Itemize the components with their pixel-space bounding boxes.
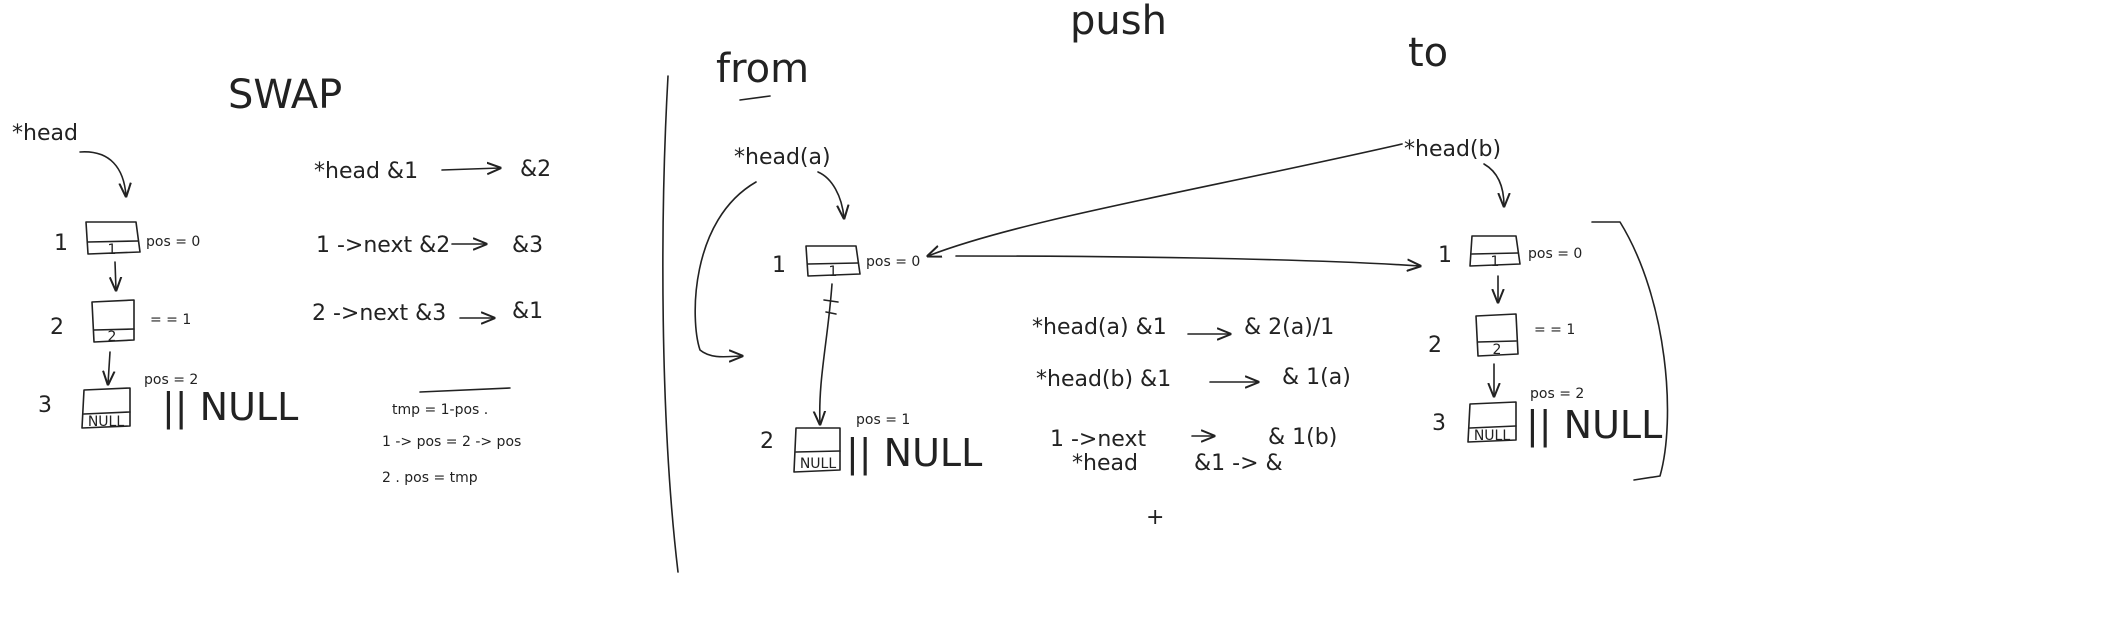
push-to-node3-inner: NULL [1474, 428, 1511, 444]
push-from-title: from [716, 46, 809, 92]
push-from-underline [739, 95, 771, 101]
push-from-node1-box [805, 245, 861, 277]
swap-step1-arrow [441, 168, 500, 170]
push-right-bracket [1591, 221, 1669, 481]
push-from-node1-inner: 1 [829, 264, 838, 280]
push-from-node2-number: 2 [760, 429, 774, 454]
push-mid-line1-lhs: *head(a) &1 [1032, 315, 1167, 340]
push-left-bracket [662, 75, 679, 573]
swap-step3-rhs: &1 [512, 299, 543, 324]
push-from-node1-number: 1 [772, 253, 786, 278]
push-title: push [1070, 0, 1167, 44]
swap-step1-lhs: *head &1 [314, 159, 418, 184]
push-from-node2-pos: pos = 1 [856, 412, 910, 428]
swap-arrow-1-2 [115, 261, 116, 290]
push-from-node2-box [793, 427, 841, 473]
push-mid-line3-lhs: 1 ->next [1050, 427, 1146, 452]
swap-step2-lhs: 1 ->next &2 [316, 233, 450, 258]
swap-title: SWAP [228, 72, 342, 118]
push-from-head: *head(a) [734, 145, 831, 170]
push-from-loop-arrow [694, 181, 757, 357]
push-to-node3-box [1467, 401, 1517, 443]
push-from-node1-pos: pos = 0 [866, 254, 920, 270]
push-to-node2-box [1475, 313, 1519, 357]
push-from-null-text: || NULL [846, 431, 982, 476]
swap-tmp-underline [419, 387, 511, 393]
push-to-title: to [1408, 30, 1448, 76]
swap-node2-number: 2 [50, 315, 64, 340]
push-to-node3-number: 3 [1432, 411, 1446, 436]
push-to-head-arrow [1483, 163, 1504, 206]
push-head-b-to-from-node1-arrow [928, 143, 1403, 256]
push-mid-line4-lhs: *head [1072, 451, 1138, 476]
swap-node1-box [85, 221, 141, 255]
swap-node3-pos: pos = 2 [144, 372, 198, 388]
swap-tmp-line3: 2 . pos = tmp [382, 470, 478, 486]
swap-node1-inner: 1 [108, 242, 117, 258]
swap-head-label: *head [12, 121, 78, 146]
push-from-cut-mark [823, 299, 839, 315]
push-from-arrow-1-2 [820, 283, 833, 424]
push-to-node1-box [1469, 235, 1521, 267]
push-mid-line1-rhs: & 2(a)/1 [1244, 315, 1334, 340]
swap-step3-lhs: 2 ->next &3 [312, 301, 446, 326]
push-to-head: *head(b) [1404, 137, 1501, 162]
push-mid-line2-lhs: *head(b) &1 [1036, 367, 1171, 392]
push-mid-line2-rhs: & 1(a) [1282, 365, 1351, 390]
swap-node3-box [81, 387, 131, 429]
swap-head-arrow [79, 151, 126, 196]
push-to-node1-inner: 1 [1491, 254, 1500, 270]
swap-node1-pos: pos = 0 [146, 234, 200, 250]
swap-node3-number: 3 [38, 393, 52, 418]
swap-node2-pos: = = 1 [150, 312, 191, 328]
push-to-node2-pos: = = 1 [1534, 322, 1575, 338]
swap-node3-inner: NULL [88, 414, 125, 430]
push-to-node3-pos: pos = 2 [1530, 386, 1584, 402]
swap-step1-rhs: &2 [520, 157, 551, 182]
push-mid-cross: + [1146, 505, 1164, 530]
push-to-node2-number: 2 [1428, 333, 1442, 358]
push-from-head-arrow [817, 171, 844, 218]
swap-step2-rhs: &3 [512, 233, 543, 258]
push-mid-line3-rhs: & 1(b) [1268, 425, 1337, 450]
swap-null-text: || NULL [162, 385, 298, 430]
swap-tmp-line1: tmp = 1-pos . [392, 402, 488, 418]
swap-node2-box [91, 299, 135, 343]
push-from-node1-to-to-node1-arrow [955, 255, 1420, 266]
push-to-node2-inner: 2 [1493, 342, 1502, 358]
swap-tmp-line2: 1 -> pos = 2 -> pos [382, 434, 521, 450]
push-to-node1-pos: pos = 0 [1528, 246, 1582, 262]
swap-node2-inner: 2 [108, 329, 117, 345]
swap-arrow-2-3 [108, 351, 110, 384]
push-from-node2-inner: NULL [800, 456, 837, 472]
push-to-null-text: || NULL [1526, 403, 1662, 448]
push-to-node1-number: 1 [1438, 243, 1452, 268]
swap-node1-number: 1 [54, 231, 68, 256]
push-mid-line4-rhs: &1 -> & [1194, 451, 1283, 476]
